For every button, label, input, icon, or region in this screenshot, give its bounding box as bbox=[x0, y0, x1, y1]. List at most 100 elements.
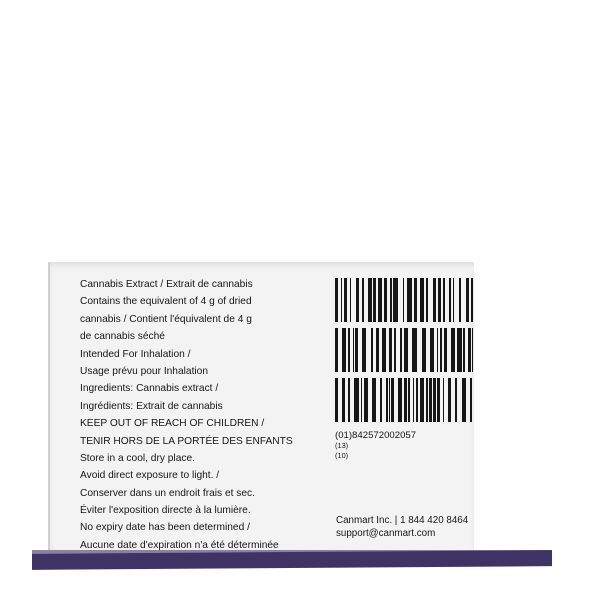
barcode-bar bbox=[472, 378, 473, 422]
label-line: Contains the equivalent of 4 g of dried bbox=[80, 296, 252, 308]
barcode-bar bbox=[400, 328, 402, 372]
barcode-bar bbox=[389, 378, 390, 422]
barcode-bar bbox=[437, 378, 440, 422]
barcode-bar bbox=[335, 278, 338, 322]
barcode-bar bbox=[390, 278, 392, 322]
barcode-bar bbox=[342, 378, 345, 422]
barcode-bar bbox=[382, 328, 386, 372]
barcode-bar bbox=[444, 328, 447, 372]
label-line: Avoid direct exposure to light. / bbox=[80, 470, 220, 482]
barcode-bar bbox=[457, 328, 462, 372]
barcode-bar bbox=[361, 378, 362, 422]
barcode-bar bbox=[408, 378, 410, 422]
barcode-bar bbox=[430, 328, 434, 372]
company-email: support@canmart.com bbox=[336, 528, 436, 539]
barcode-bar bbox=[459, 278, 461, 322]
ai-10-text: (10) bbox=[335, 450, 349, 460]
barcode-bar bbox=[386, 378, 388, 422]
barcode-bar bbox=[355, 328, 358, 372]
gs1-databar-barcode bbox=[335, 278, 473, 428]
barcode-bar bbox=[348, 328, 350, 372]
label-line: Conserver dans un endroit frais et sec. bbox=[80, 487, 255, 499]
barcode-bar bbox=[362, 328, 366, 372]
product-label: Cannabis Extract / Extrait de cannabis C… bbox=[48, 262, 474, 560]
barcode-bar bbox=[426, 378, 428, 422]
barcode-bar bbox=[380, 378, 382, 422]
barcode-bar bbox=[362, 278, 364, 322]
barcode-bar bbox=[453, 278, 454, 322]
barcode-bar bbox=[404, 378, 407, 422]
barcode-bar bbox=[373, 278, 376, 322]
barcode-bar bbox=[376, 328, 379, 372]
barcode-bar bbox=[449, 278, 451, 322]
label-line: TENIR HORS DE LA PORTÉE DES ENFANTS bbox=[80, 435, 293, 447]
barcode-bar bbox=[416, 378, 418, 422]
barcode-bar bbox=[422, 328, 426, 372]
barcode-bar bbox=[440, 328, 442, 372]
label-line: Ingredients: Cannabis extract / bbox=[80, 383, 219, 395]
barcode-bar bbox=[371, 328, 373, 372]
barcode-bar bbox=[472, 328, 473, 372]
barcode-bar bbox=[364, 378, 368, 422]
barcode-bar bbox=[348, 378, 350, 422]
label-line: Éviter l'exposition directe à la lumière… bbox=[80, 505, 251, 517]
barcode-bar bbox=[342, 328, 346, 372]
barcode-bar bbox=[413, 378, 414, 422]
label-line: Aucune date d'expiration n'a été détermi… bbox=[80, 539, 279, 551]
company-contact: Canmart Inc. | 1 844 420 8464 support@ca… bbox=[336, 514, 468, 540]
barcode-bar bbox=[372, 378, 376, 422]
barcode-bar bbox=[437, 328, 438, 372]
barcode-bar bbox=[335, 378, 338, 422]
barcode-bar bbox=[443, 278, 445, 322]
barcode-bar bbox=[341, 278, 342, 322]
barcode-bar bbox=[448, 378, 451, 422]
barcode-bar bbox=[455, 378, 457, 422]
label-line: Ingrédients: Extrait de cannabis bbox=[80, 400, 223, 412]
barcode-bar bbox=[463, 328, 465, 372]
label-text-block: Cannabis Extract / Extrait de cannabis C… bbox=[80, 276, 300, 554]
barcode-bar bbox=[354, 378, 359, 422]
barcode-bar bbox=[384, 278, 387, 322]
barcode-bar bbox=[414, 278, 417, 322]
barcode-bar bbox=[404, 328, 408, 372]
barcode-bar bbox=[353, 328, 354, 372]
barcode-row bbox=[335, 278, 473, 322]
barcode-bar bbox=[391, 378, 394, 422]
label-line: cannabis / Contient l'équivalent de 4 g bbox=[80, 313, 252, 325]
barcode-bar bbox=[335, 328, 338, 372]
barcode-bar bbox=[471, 278, 473, 322]
barcode-bar bbox=[420, 378, 424, 422]
barcode-bar bbox=[350, 278, 351, 322]
label-line: Cannabis Extract / Extrait de cannabis bbox=[80, 279, 253, 290]
label-line: de cannabis séché bbox=[80, 331, 165, 343]
barcode-bar bbox=[403, 278, 404, 322]
label-line: Intended For Inhalation / bbox=[80, 348, 191, 360]
barcode-bar bbox=[468, 328, 471, 372]
barcode-bar bbox=[451, 328, 455, 372]
barcode-bar bbox=[438, 278, 441, 322]
company-phone: Canmart Inc. | 1 844 420 8464 bbox=[336, 515, 469, 526]
barcode-bar bbox=[433, 378, 436, 422]
barcode-bar bbox=[398, 378, 402, 422]
gtin-text: (01)842572002057 bbox=[335, 430, 417, 441]
barcode-bar bbox=[443, 378, 444, 422]
barcode-bar bbox=[378, 278, 382, 322]
barcode-bar bbox=[420, 278, 424, 322]
label-line: No expiry date has been determined / bbox=[80, 522, 250, 534]
barcode-bar bbox=[407, 278, 412, 322]
barcode-bar bbox=[356, 278, 359, 322]
barcode-bar bbox=[466, 278, 469, 322]
barcode-bar bbox=[433, 278, 436, 322]
barcode-row bbox=[335, 328, 473, 372]
barcode-bar bbox=[462, 378, 466, 422]
barcode-bar bbox=[368, 278, 372, 322]
label-line: Usage prévu pour Inhalation bbox=[80, 365, 208, 377]
label-line: KEEP OUT OF REACH OF CHILDREN / bbox=[80, 418, 265, 430]
barcode-bar bbox=[344, 278, 347, 322]
barcode-bar bbox=[470, 378, 472, 422]
barcode-bar bbox=[426, 278, 428, 322]
barcode-bar bbox=[389, 328, 392, 372]
ai-13-text: (13) bbox=[335, 441, 349, 450]
label-line: Store in a cool, dry place. bbox=[80, 452, 195, 464]
barcode-bar bbox=[393, 278, 398, 322]
